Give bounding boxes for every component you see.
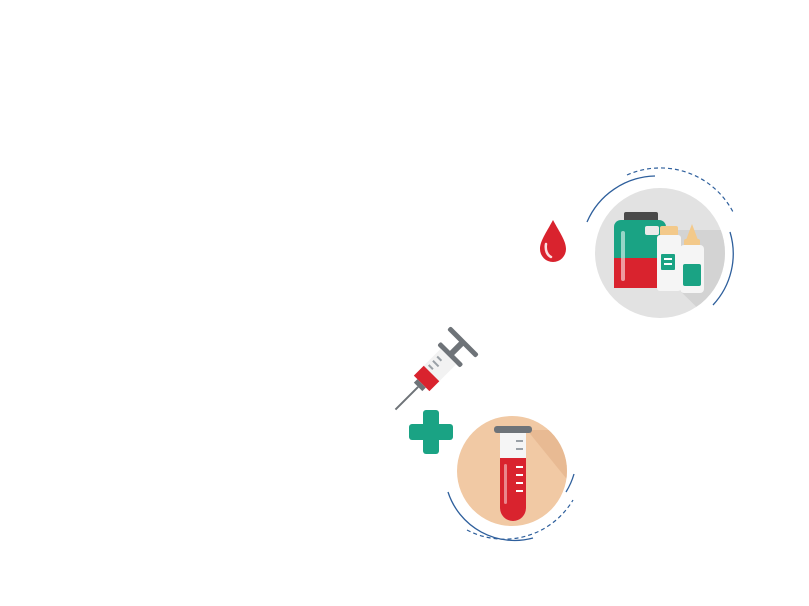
- medicine-kit-icon: [586, 167, 734, 318]
- test-tube-icon: [447, 416, 575, 542]
- blood-drop-icon: [540, 220, 566, 262]
- medical-cross-icon: [409, 410, 453, 454]
- syringe-icon: [394, 326, 479, 411]
